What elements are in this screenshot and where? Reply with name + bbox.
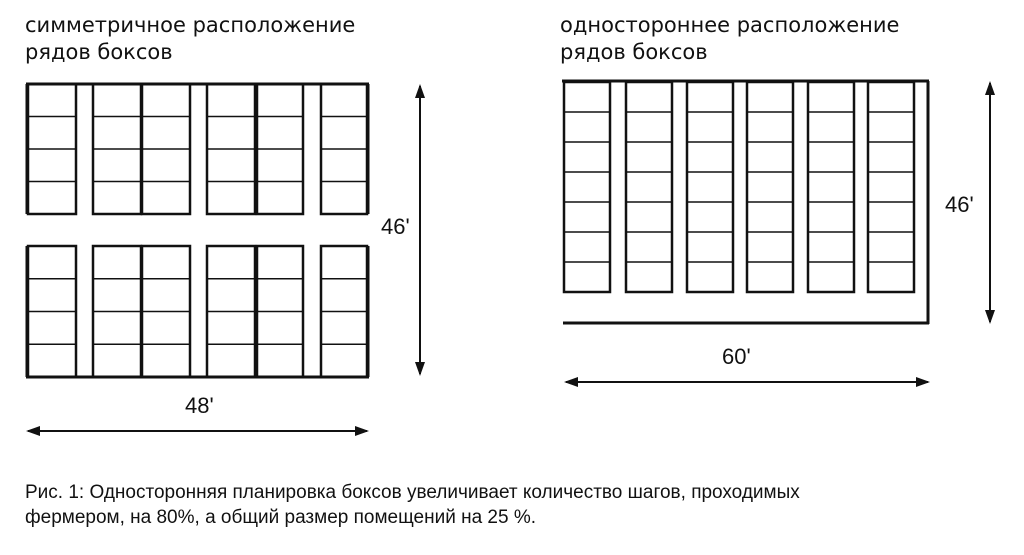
stall-column (685, 80, 735, 294)
left-title-line1: симметричное расположение (25, 13, 356, 37)
left-width-label: 48' (185, 393, 214, 418)
stall-column-outline (624, 80, 674, 294)
stall-column (205, 82, 257, 216)
caption-line1: Рис. 1: Односторонняя планировка боксов … (25, 482, 800, 503)
stall-column (319, 82, 369, 216)
right-layout-title: одностороннее расположение рядов боксов (560, 12, 899, 66)
stall-column (319, 244, 369, 379)
right-width-label: 60' (722, 344, 751, 369)
right-height-label: 46' (945, 192, 974, 217)
right-title-line1: одностороннее расположение (560, 13, 900, 37)
stall-column (91, 82, 143, 216)
symmetric-layout-plan (25, 82, 370, 379)
one-sided-layout-plan (562, 79, 930, 325)
left-title-line2: рядов боксов (25, 40, 173, 64)
stall-column-outline (562, 80, 612, 294)
left-height-label: 46' (381, 214, 410, 239)
stall-column (91, 244, 143, 379)
stall-column (205, 244, 257, 379)
stall-column (806, 80, 856, 294)
stall-column (255, 244, 305, 379)
stall-column (140, 82, 192, 216)
stall-column (624, 80, 674, 294)
stall-column (140, 244, 192, 379)
stall-column (866, 80, 916, 294)
stall-column (745, 80, 795, 294)
stall-column (26, 82, 78, 216)
caption-line2: фермером, на 80%, а общий размер помещен… (25, 507, 537, 528)
stall-column (255, 82, 305, 216)
stall-column-outline (866, 80, 916, 294)
stall-column (26, 244, 78, 379)
left-layout-title: симметричное расположение рядов боксов (25, 12, 355, 66)
stall-column (562, 80, 612, 294)
stall-column-outline (806, 80, 856, 294)
figure-caption: Рис. 1: Односторонняя планировка боксов … (25, 480, 1015, 530)
stall-column-outline (745, 80, 795, 294)
right-title-line2: рядов боксов (560, 40, 708, 64)
stall-column-outline (685, 80, 735, 294)
